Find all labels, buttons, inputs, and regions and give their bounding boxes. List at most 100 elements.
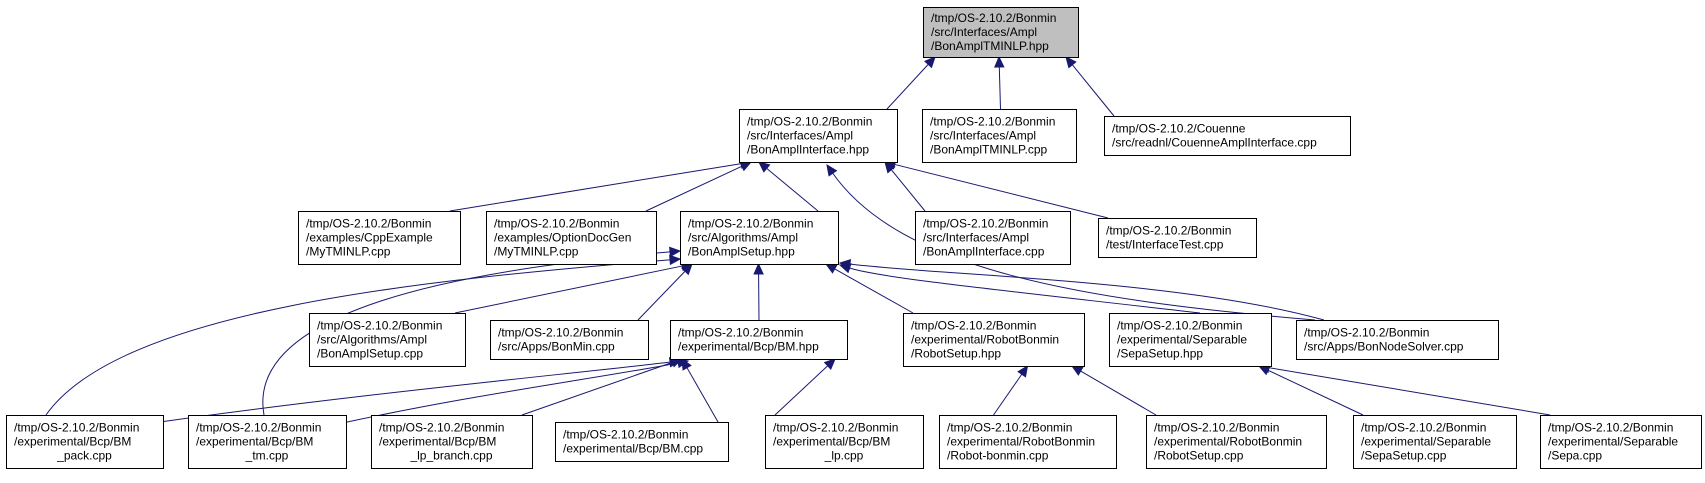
node-label-line: /tmp/OS-2.10.2/Bonmin — [306, 217, 431, 231]
node-label-line: /experimental/RobotBonmin — [1154, 435, 1302, 449]
edge-line — [890, 168, 926, 212]
node-label-line: /SepaSetup.hpp — [1117, 347, 1203, 361]
node-box — [1146, 415, 1327, 469]
arrow-head-icon — [826, 163, 838, 177]
node-label-line: /src/Interfaces/Ampl — [930, 129, 1036, 143]
edge-line — [449, 162, 743, 212]
node-label-line: /tmp/OS-2.10.2/Bonmin — [1117, 319, 1242, 333]
dependency-edge — [337, 357, 690, 425]
node-label-line: /experimental/Bcp/BM.cpp — [563, 442, 703, 456]
edge-line — [637, 270, 687, 321]
file-node[interactable]: /tmp/OS-2.10.2/Bonmin/src/Interfaces/Amp… — [922, 109, 1077, 163]
node-box — [939, 415, 1117, 469]
file-node[interactable]: /tmp/OS-2.10.2/Bonmin/experimental/Bcp/B… — [555, 422, 729, 462]
arrow-head-icon — [994, 55, 1005, 68]
arrow-head-icon — [823, 358, 836, 371]
node-label-line: /src/Algorithms/Ampl — [688, 231, 798, 245]
dependency-edge — [884, 161, 926, 212]
node-label-line: /tmp/OS-2.10.2/Bonmin — [1361, 421, 1486, 435]
file-node[interactable]: /tmp/OS-2.10.2/Bonmin/examples/OptionDoc… — [486, 211, 657, 265]
node-label-line: /tmp/OS-2.10.2/Bonmin — [947, 421, 1072, 435]
node-box — [922, 109, 1077, 163]
file-node[interactable]: /tmp/OS-2.10.2/Bonmin/src/Interfaces/Amp… — [739, 109, 898, 163]
file-node[interactable]: /tmp/OS-2.10.2/Bonmin/experimental/Separ… — [1353, 415, 1517, 469]
node-label-line: /src/Interfaces/Ampl — [931, 25, 1037, 39]
edge-line — [45, 259, 672, 416]
file-node[interactable]: /tmp/OS-2.10.2/Bonmin/src/Interfaces/Amp… — [915, 211, 1071, 265]
file-node[interactable]: /tmp/OS-2.10.2/Bonmin/experimental/Bcp/B… — [6, 415, 164, 469]
node-label-line: /MyTMINLP.cpp — [306, 245, 391, 259]
node-label-line: /experimental/Bcp/BM — [14, 435, 131, 449]
file-node[interactable]: /tmp/OS-2.10.2/Couenne/src/readnl/Couenn… — [1104, 116, 1351, 156]
dependency-edge — [753, 262, 764, 321]
node-label-line: /tmp/OS-2.10.2/Bonmin — [1548, 421, 1673, 435]
node-label-line: /experimental/Separable — [1548, 435, 1678, 449]
arrow-head-icon — [824, 263, 838, 274]
dependency-edge — [838, 258, 1325, 321]
edge-line — [848, 263, 1325, 321]
arrow-head-icon — [758, 161, 771, 173]
node-label-line: /tmp/OS-2.10.2/Bonmin — [196, 421, 321, 435]
node-label-line: /tmp/OS-2.10.2/Couenne — [1112, 122, 1246, 136]
arrow-head-icon — [669, 254, 682, 266]
file-node[interactable]: /tmp/OS-2.10.2/Bonmin/examples/CppExampl… — [298, 211, 461, 265]
edge-line — [159, 361, 672, 423]
dependency-edge — [758, 161, 819, 212]
node-label-line: /tmp/OS-2.10.2/Bonmin — [1304, 326, 1429, 340]
edge-line — [337, 362, 680, 425]
file-node[interactable]: /tmp/OS-2.10.2/Bonmin/src/Apps/BonNodeSo… — [1296, 320, 1499, 360]
dependency-edge — [883, 159, 1109, 219]
dependency-edge — [1257, 365, 1364, 416]
node-label-line: /tmp/OS-2.10.2/Bonmin — [678, 326, 803, 340]
node-label-line: /tmp/OS-2.10.2/Bonmin — [1154, 421, 1279, 435]
file-node[interactable]: /tmp/OS-2.10.2/Bonmin/experimental/Bcp/B… — [765, 415, 924, 469]
node-box — [670, 320, 848, 360]
node-box — [371, 415, 533, 469]
node-label-line: /SepaSetup.cpp — [1361, 449, 1447, 463]
dependency-edge — [824, 263, 914, 314]
file-node[interactable]: /tmp/OS-2.10.2/Bonmin/experimental/Separ… — [1540, 415, 1702, 469]
dependency-edge — [159, 356, 682, 423]
dependency-edge — [449, 158, 753, 212]
file-node[interactable]: /tmp/OS-2.10.2/Bonmin/test/InterfaceTest… — [1098, 218, 1257, 258]
node-label-line: /experimental/Bcp/BM — [773, 435, 890, 449]
node-box — [1540, 415, 1702, 469]
edge-line — [521, 361, 674, 416]
node-box — [486, 211, 657, 265]
node-box — [1109, 313, 1272, 367]
node-label-line: /tmp/OS-2.10.2/Bonmin — [379, 421, 504, 435]
arrow-head-icon — [681, 357, 692, 371]
node-box — [309, 313, 466, 367]
node-label-line: /tmp/OS-2.10.2/Bonmin — [563, 428, 688, 442]
file-node[interactable]: /tmp/OS-2.10.2/Bonmin/src/Apps/BonMin.cp… — [490, 320, 649, 360]
node-label-line: /src/Interfaces/Ampl — [747, 129, 853, 143]
file-node[interactable]: /tmp/OS-2.10.2/Bonmin/experimental/Bcp/B… — [670, 320, 848, 360]
dependency-edge — [45, 254, 682, 416]
arrow-head-icon — [1017, 364, 1029, 378]
dependency-edge — [1065, 56, 1115, 117]
file-node[interactable]: /tmp/OS-2.10.2/Bonmin/experimental/Bcp/B… — [371, 415, 533, 469]
file-node[interactable]: /tmp/OS-2.10.2/Bonmin/experimental/Bcp/B… — [188, 415, 347, 469]
node-box — [923, 7, 1079, 58]
dependency-edge — [826, 163, 1316, 321]
node-label-line: /BonAmplTMINLP.hpp — [931, 39, 1049, 53]
edge-line — [993, 373, 1023, 416]
node-box — [903, 313, 1085, 367]
node-label-line: /BonAmplInterface.cpp — [923, 245, 1045, 259]
edge-line — [848, 267, 1201, 314]
file-node[interactable]: /tmp/OS-2.10.2/Bonmin/experimental/Separ… — [1109, 313, 1272, 367]
file-node[interactable]: /tmp/OS-2.10.2/Bonmin/experimental/Robot… — [1146, 415, 1327, 469]
arrow-head-icon — [669, 246, 682, 258]
arrow-head-icon — [739, 161, 753, 172]
node-label-line: /tmp/OS-2.10.2/Bonmin — [14, 421, 139, 435]
file-node[interactable]: /tmp/OS-2.10.2/Bonmin/src/Algorithms/Amp… — [309, 313, 466, 367]
file-node[interactable]: /tmp/OS-2.10.2/Bonmin/experimental/Robot… — [939, 415, 1117, 469]
file-node[interactable]: /tmp/OS-2.10.2/Bonmin/experimental/Robot… — [903, 313, 1085, 367]
node-label-line: /experimental/Bcp/BM.hpp — [678, 340, 819, 354]
edge-line — [765, 167, 819, 212]
edge-line — [454, 265, 684, 314]
arrow-head-icon — [838, 258, 852, 270]
file-node[interactable]: /tmp/OS-2.10.2/Bonmin/src/Algorithms/Amp… — [680, 211, 839, 265]
node-label-line: /experimental/Separable — [1117, 333, 1247, 347]
